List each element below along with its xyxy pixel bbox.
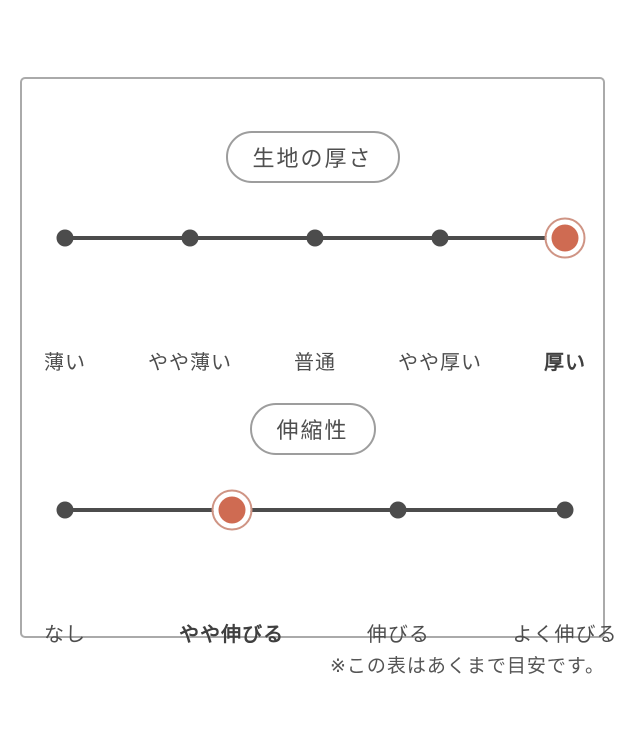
scale-line (65, 508, 565, 512)
scale-label: やや薄い (148, 352, 232, 374)
spec-panel: 生地の厚さ 薄い やや薄い 普通 やや厚い 厚い 伸縮性 なし やや伸びる 伸びる よく伸びる (20, 77, 617, 646)
scale-dot-selected (211, 489, 253, 531)
scale-label: やや伸びる (179, 624, 285, 646)
scale-label: 厚い (544, 352, 586, 374)
scale-label: やや厚い (398, 352, 482, 374)
scale-title: 伸縮性 (276, 418, 349, 443)
scale-title-badge: 伸縮性 (249, 403, 376, 455)
scale-dot (431, 229, 449, 247)
scale-label: なし (44, 624, 86, 646)
scale-label: 伸びる (366, 624, 430, 646)
scale-label: よく伸びる (512, 624, 618, 646)
scale-dot-selected (544, 217, 586, 259)
scale-label: 薄い (44, 352, 86, 374)
scale-title-badge: 生地の厚さ (225, 131, 400, 183)
scale-dot (56, 501, 74, 519)
scale-dot (56, 229, 74, 247)
scale-dot (181, 229, 199, 247)
scale-dot (389, 501, 407, 519)
footnote: ※この表はあくまで目安です。 (329, 656, 605, 677)
scale-dot (556, 501, 574, 519)
scale-dot (306, 229, 324, 247)
scale-label: 普通 (294, 352, 336, 374)
scale-title: 生地の厚さ (252, 146, 373, 171)
